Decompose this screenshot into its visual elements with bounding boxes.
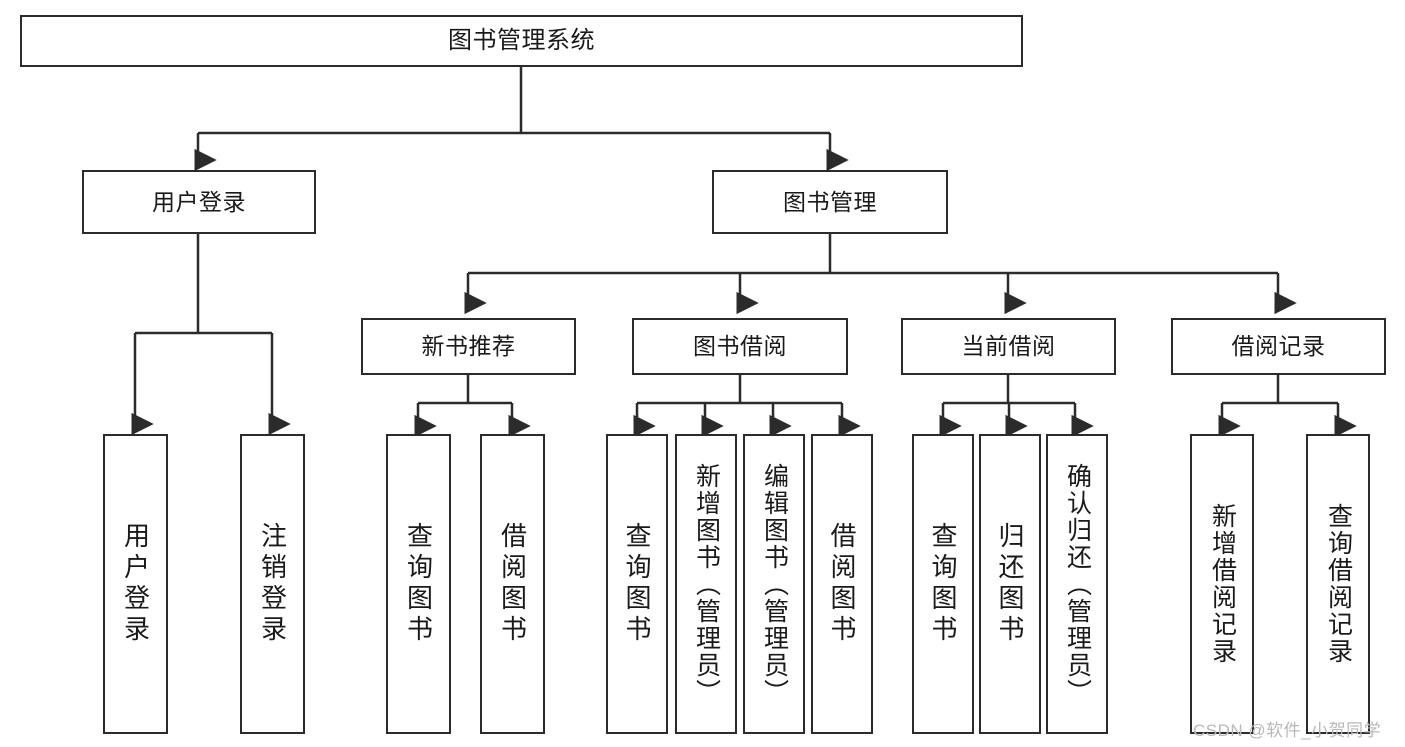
node-label: 借阅图书: [497, 522, 528, 646]
leaf-query-book-1[interactable]: 查询图书: [386, 434, 451, 734]
csdn-watermark: CSDN @软件_小贺同学: [1193, 721, 1382, 740]
node-label: 注销登录: [257, 522, 288, 646]
node-label: 当前借阅: [961, 333, 1056, 360]
node-label: 借阅图书: [827, 522, 857, 646]
leaf-query-book-2[interactable]: 查询图书: [606, 434, 668, 734]
node-label: 新增图书（管理员）: [692, 462, 721, 706]
leaf-return-book[interactable]: 归还图书: [979, 434, 1041, 734]
node-label: 图书借阅: [693, 333, 787, 360]
node-label: 用户登录: [152, 188, 246, 215]
node-label: 查询图书: [928, 522, 958, 646]
node-book-manage[interactable]: 图书管理: [712, 170, 948, 234]
node-label: 新增借阅记录: [1208, 503, 1237, 665]
node-label: 查询图书: [403, 522, 434, 646]
leaf-edit-book[interactable]: 编辑图书（管理员）: [743, 434, 805, 734]
node-label: 借阅记录: [1231, 333, 1326, 360]
node-label: 归还图书: [995, 522, 1025, 646]
leaf-confirm-return[interactable]: 确认归还（管理员）: [1046, 434, 1108, 734]
node-root-system[interactable]: 图书管理系统: [20, 15, 1023, 67]
node-label: 用户登录: [120, 522, 151, 646]
leaf-borrow-book-1[interactable]: 借阅图书: [480, 434, 545, 734]
leaf-borrow-book-2[interactable]: 借阅图书: [811, 434, 873, 734]
node-borrow-record[interactable]: 借阅记录: [1171, 318, 1386, 375]
node-label: 查询借阅记录: [1324, 503, 1353, 665]
leaf-user-login[interactable]: 用户登录: [103, 434, 168, 734]
node-new-book-rec[interactable]: 新书推荐: [361, 318, 576, 375]
node-current-borrow[interactable]: 当前借阅: [901, 318, 1116, 375]
node-label: 确认归还（管理员）: [1063, 462, 1092, 706]
leaf-add-book[interactable]: 新增图书（管理员）: [675, 434, 737, 734]
node-label: 图书管理: [783, 188, 877, 215]
node-label: 图书管理系统: [448, 27, 595, 55]
leaf-logout-login[interactable]: 注销登录: [240, 434, 305, 734]
node-book-borrow[interactable]: 图书借阅: [632, 318, 848, 375]
leaf-add-record[interactable]: 新增借阅记录: [1190, 434, 1254, 734]
node-label: 查询图书: [622, 522, 652, 646]
leaf-query-book-3[interactable]: 查询图书: [912, 434, 974, 734]
node-user-login[interactable]: 用户登录: [82, 170, 316, 234]
leaf-query-record[interactable]: 查询借阅记录: [1306, 434, 1370, 734]
node-label: 编辑图书（管理员）: [760, 462, 789, 706]
node-label: 新书推荐: [421, 333, 516, 360]
